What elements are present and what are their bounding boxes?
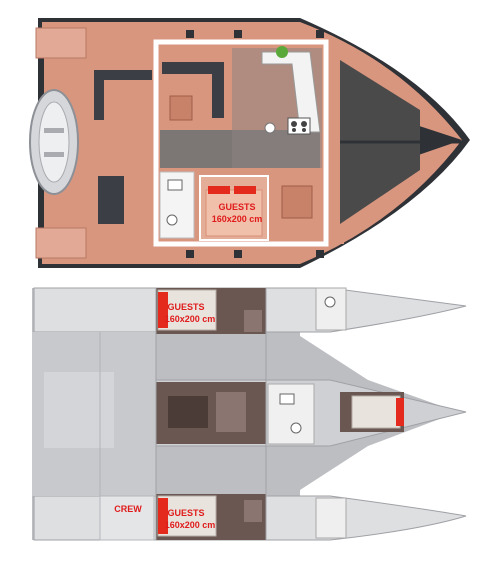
lower-cabin-size: 160x200 cm [165, 520, 216, 530]
burner-icon [302, 128, 306, 132]
hatch [316, 250, 324, 258]
forward-bed-pillow [396, 398, 404, 426]
plant-icon [276, 46, 288, 58]
aft-step-top [35, 27, 87, 59]
deck-plan: GUESTS 160x200 cm [29, 18, 470, 268]
dinghy [29, 89, 79, 195]
lower-bed-pillow [158, 498, 168, 534]
anchor-fitting-icon [427, 137, 437, 147]
hatch [186, 30, 194, 38]
lower-cabin-label: GUESTS [167, 508, 204, 518]
deck-cabin-label: GUESTS [218, 202, 255, 212]
hull-plan: GUESTS 160x200 cm GUESTS 160x200 cm CREW [32, 287, 467, 541]
toilet-icon [166, 214, 178, 226]
hatch [316, 30, 324, 38]
burner-icon [292, 128, 296, 132]
hatch [234, 30, 242, 38]
upper-cabin-stair [244, 310, 262, 332]
upper-cabin-size: 160x200 cm [165, 314, 216, 324]
nacelle-bathroom [267, 383, 315, 445]
crew-cabin-label: CREW [114, 504, 142, 514]
upper-bed-pillow [158, 292, 168, 328]
toilet-icon [290, 422, 302, 434]
saloon-enclosure [153, 39, 329, 247]
hatch [186, 250, 194, 258]
crew-cabin [99, 495, 155, 541]
stove-icon [287, 117, 311, 135]
nacelle-storage [168, 396, 208, 428]
toilet-icon [324, 296, 336, 308]
upper-head [315, 287, 347, 331]
sink-icon [279, 393, 295, 405]
deck-bed [205, 189, 263, 237]
sink-icon [167, 179, 183, 191]
forward-bed [351, 395, 401, 429]
sink-icon [264, 122, 276, 134]
burner-icon [291, 121, 297, 127]
upper-cabin-label: GUESTS [167, 302, 204, 312]
deck-lower-hull [42, 140, 462, 264]
nacelle-stair [216, 392, 246, 432]
aft-step-bottom [35, 227, 87, 259]
deck-bed-pillow [234, 186, 256, 194]
deck-upper-hull [42, 22, 462, 140]
lower-head [315, 497, 347, 539]
deck-cabin-size: 160x200 cm [212, 214, 263, 224]
deck-bed-pillow [208, 186, 230, 194]
cockpit-table [169, 95, 193, 121]
lower-cabin-stair [244, 500, 262, 522]
cockpit-sofa [94, 70, 152, 120]
hatch [234, 250, 242, 258]
aft-panel [44, 372, 114, 448]
saloon-cabinet [281, 185, 313, 219]
burner-icon [301, 121, 307, 127]
saloon-sofa [162, 62, 224, 118]
cockpit-bench-bottom [98, 176, 124, 224]
